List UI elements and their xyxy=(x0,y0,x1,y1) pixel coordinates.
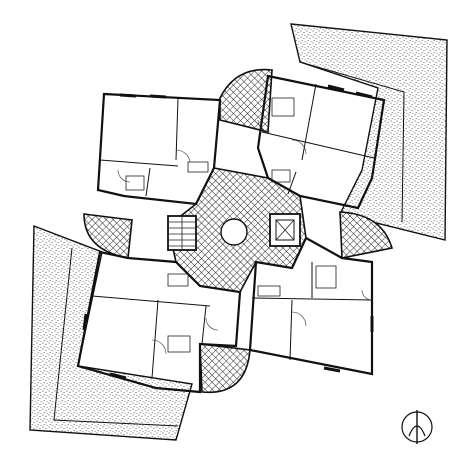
light-well xyxy=(220,218,248,246)
apartment-top-left xyxy=(96,92,222,206)
terrace-bottom-left xyxy=(29,224,193,441)
terrace-bottom-left-edge xyxy=(53,247,179,427)
terrace-top-right-edge xyxy=(299,61,405,223)
balcony-bottom xyxy=(199,343,251,394)
window-marks xyxy=(82,84,374,380)
north-arrow-icon xyxy=(401,410,433,444)
lift-icon xyxy=(269,213,301,247)
balcony-right xyxy=(339,211,394,259)
apartment-bottom-right xyxy=(248,236,374,376)
balcony-top xyxy=(219,68,273,134)
apartment-top-right xyxy=(256,74,386,210)
stair-icon xyxy=(167,215,197,251)
terrace-top-right xyxy=(290,23,448,241)
